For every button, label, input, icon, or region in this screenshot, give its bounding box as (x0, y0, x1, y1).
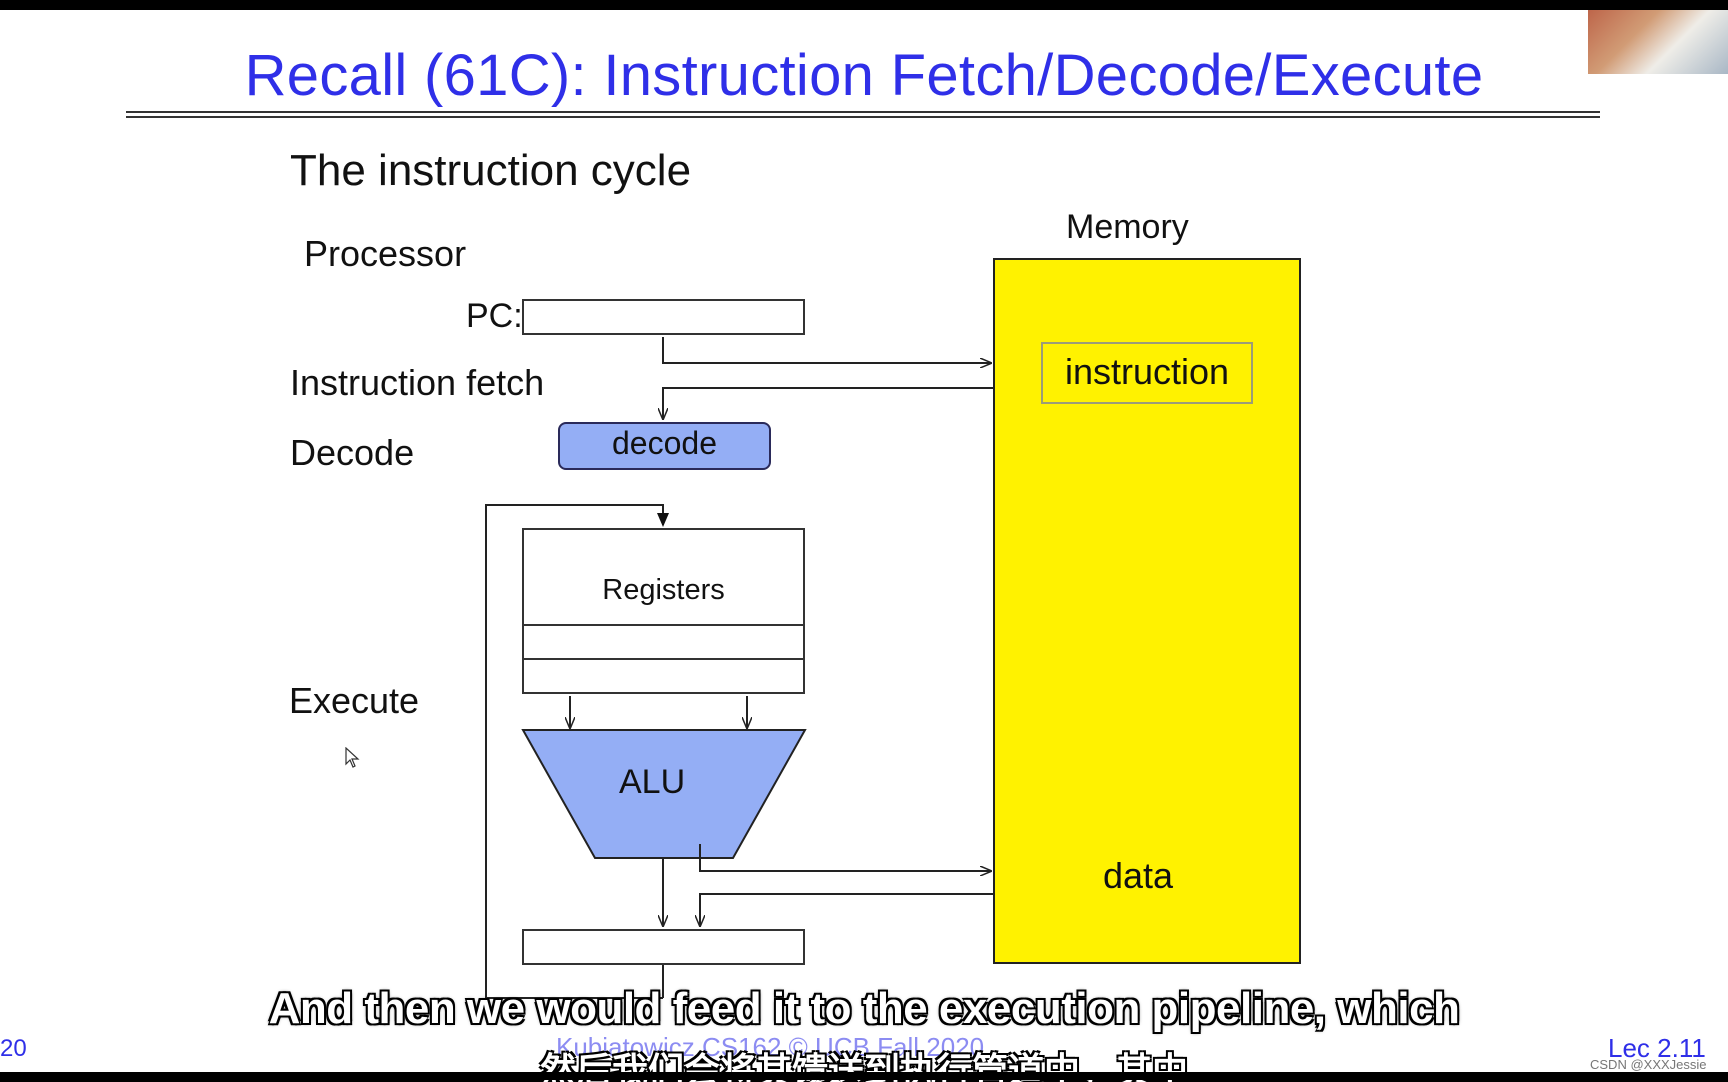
footer-page-fragment: 20 (0, 1035, 27, 1062)
pc-register (522, 299, 805, 335)
memory-label: Memory (1066, 208, 1189, 246)
writeback-loop-arrow (485, 504, 663, 998)
pc-to-memory-arrow (662, 337, 991, 363)
register-file: Registers (522, 528, 805, 694)
alu-label: ALU (619, 763, 686, 801)
mouse-cursor-icon (345, 747, 360, 768)
letterbox-bar (0, 1072, 1728, 1080)
presenter-video-thumbnail (1588, 10, 1728, 74)
memory-to-output-arrow (700, 893, 1028, 926)
memory-block: instruction data (993, 258, 1301, 964)
slide-title: Recall (61C): Instruction Fetch/Decode/E… (244, 43, 1484, 108)
title-rule-top (126, 111, 1600, 113)
title-rule-bottom (126, 116, 1600, 118)
diagram-connectors (485, 337, 1028, 999)
registers-label: Registers (602, 574, 725, 606)
lecture-slide: Recall (61C): Instruction Fetch/Decode/E… (0, 10, 1728, 1072)
csdn-watermark: CSDN @XXXJessie (1590, 1057, 1707, 1072)
english-caption: And then we would feed it to the executi… (268, 984, 1460, 1033)
alu-to-memory-arrow (699, 844, 991, 871)
decode-stage-label: Decode (290, 432, 415, 473)
data-label: data (1103, 855, 1174, 896)
footer-course: Kubiatowicz CS162 © UCB Fall 2020 (556, 1032, 985, 1062)
processor-label: Processor (304, 233, 467, 274)
slide-subtitle: The instruction cycle (290, 146, 692, 195)
alu-unit (521, 729, 807, 859)
instruction-cell: instruction (1041, 342, 1253, 404)
instruction-to-decode-arrow (663, 387, 993, 419)
output-register (522, 929, 805, 965)
register-divider (524, 624, 803, 626)
footer-lecture-number: Lec 2.11 (1608, 1033, 1706, 1063)
pc-label: PC: (466, 297, 523, 335)
register-divider (524, 658, 803, 660)
execute-stage-label: Execute (289, 680, 420, 721)
instruction-fetch-label: Instruction fetch (290, 362, 545, 403)
decode-unit: decode (558, 422, 771, 470)
